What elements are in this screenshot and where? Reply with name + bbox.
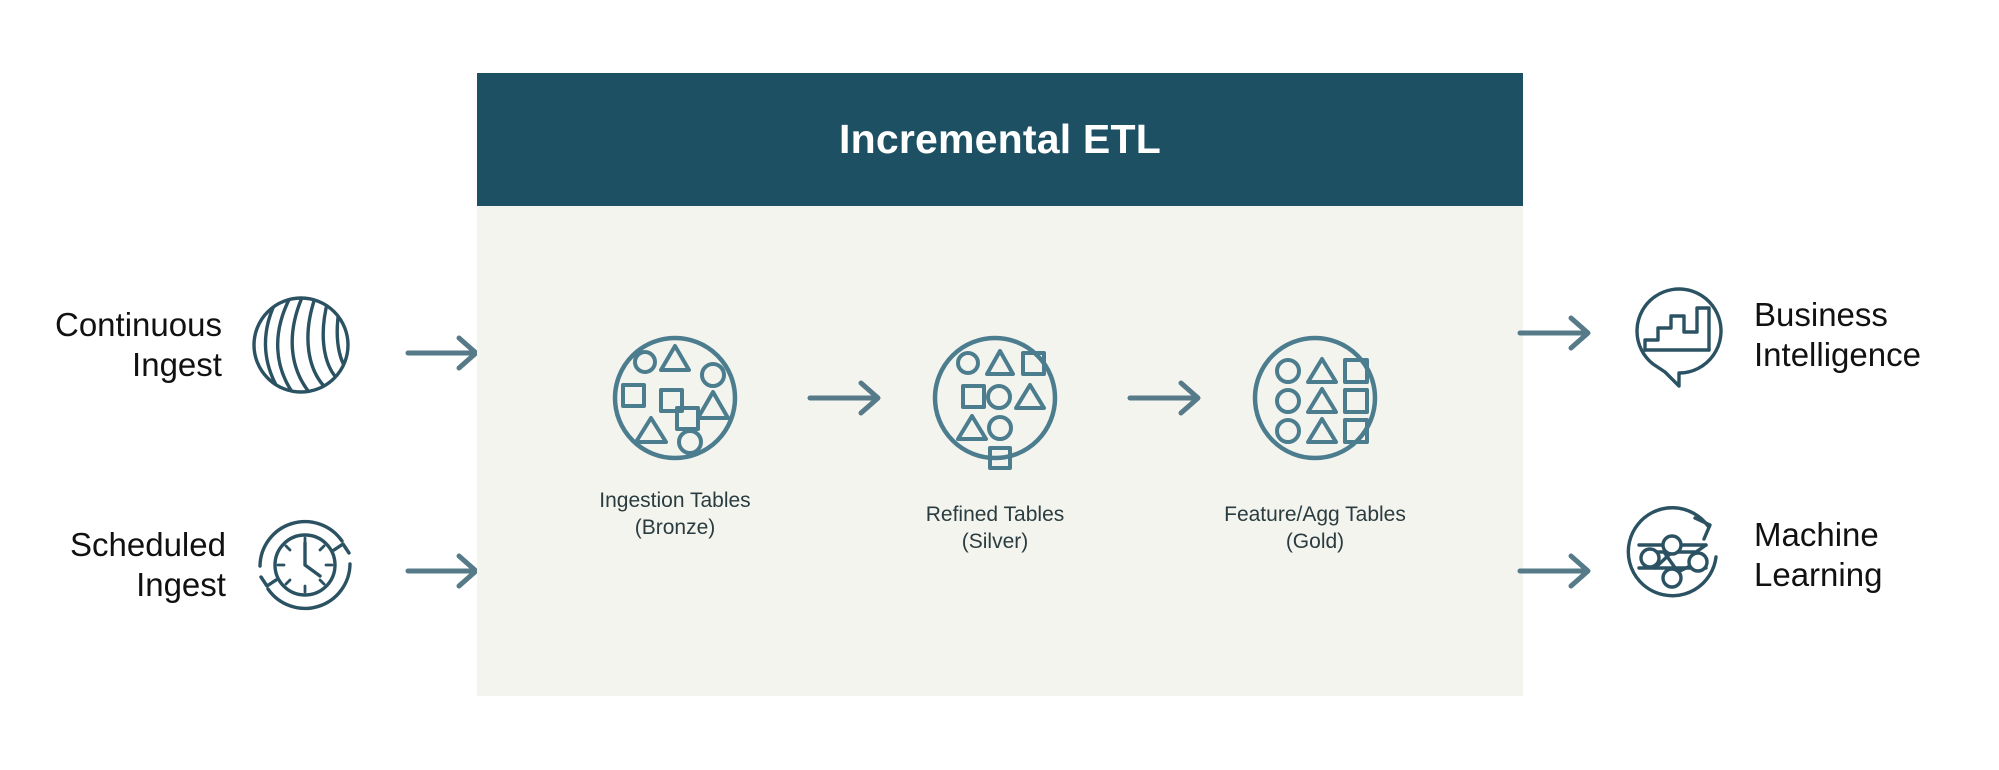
arrow-scheduled-to-bronze (405, 553, 479, 589)
consumer-machine-learning: Machine Learning (1620, 500, 1882, 610)
stage-gold-label: Feature/Agg Tables (Gold) (1224, 503, 1406, 553)
arrow-gold-to-machine-learning (1517, 553, 1591, 589)
source-continuous-ingest-label: Continuous Ingest (55, 305, 222, 383)
stage-silver-label: Refined Tables (Silver) (925, 503, 1065, 553)
source-scheduled-ingest-label: Scheduled Ingest (70, 525, 226, 603)
source-scheduled-ingest: Scheduled Ingest (70, 510, 360, 620)
consumer-business-intelligence: Business Intelligence (1620, 280, 1921, 390)
continuous-stream-icon (252, 296, 350, 394)
panel-header: Incremental ETL (477, 73, 1523, 206)
arrow-silver-to-gold (1127, 380, 1201, 416)
grid-shapes-circle-icon (1252, 335, 1378, 461)
stage-gold: Feature/Agg Tables (Gold) (1200, 318, 1430, 556)
stage-silver: Refined Tables (Silver) (880, 318, 1110, 556)
source-continuous-ingest: Continuous Ingest (55, 290, 356, 400)
scattered-shapes-circle-icon (612, 335, 738, 461)
stage-bronze-label: Ingestion Tables (Bronze) (599, 489, 751, 539)
clock-refresh-icon (258, 519, 352, 611)
page-title: Incremental ETL (839, 116, 1161, 162)
arrow-continuous-to-bronze (405, 335, 479, 371)
consumer-business-intelligence-label: Business Intelligence (1754, 295, 1921, 373)
arrow-bronze-to-silver (807, 380, 881, 416)
semi-ordered-shapes-circle-icon (932, 335, 1058, 470)
consumer-machine-learning-label: Machine Learning (1754, 515, 1883, 593)
stage-bronze: Ingestion Tables (Bronze) (560, 318, 790, 542)
neural-network-refresh-icon (1626, 506, 1718, 598)
speech-bubble-bar-chart-icon (1635, 287, 1723, 388)
arrow-gold-to-business-intelligence (1517, 315, 1591, 351)
